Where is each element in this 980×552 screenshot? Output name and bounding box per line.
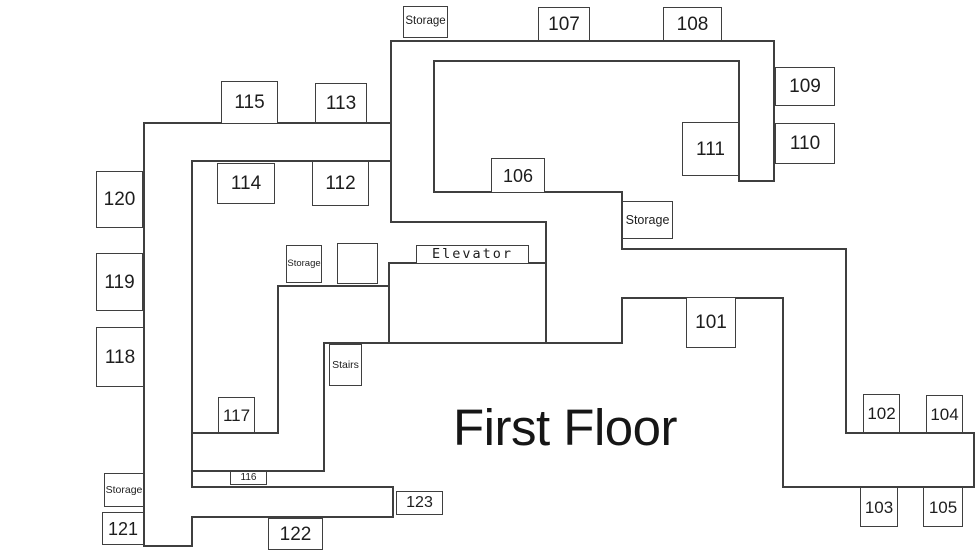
wall-segment [323, 342, 623, 344]
wall-segment [191, 160, 392, 162]
room-label-119: 119 [96, 253, 143, 311]
room-label-107: 107 [538, 7, 590, 41]
room-label-115: 115 [221, 81, 278, 124]
wall-segment [392, 486, 394, 518]
room-label-118: 118 [96, 327, 144, 387]
wall-segment [845, 432, 975, 434]
elevator-label: Elevator [416, 245, 529, 264]
wall-segment [621, 248, 847, 250]
room-label-111: 111 [682, 122, 739, 176]
room-label-114: 114 [217, 163, 275, 204]
room-label-104: 104 [926, 395, 963, 433]
storage-label-bottom: Storage [104, 473, 144, 507]
storage-label-elevator: Storage [286, 245, 322, 283]
room-label-108: 108 [663, 7, 722, 41]
wall-segment [191, 470, 193, 488]
wall-segment [191, 516, 394, 518]
wall-segment [738, 60, 740, 182]
room-label-122: 122 [268, 518, 323, 550]
wall-segment [390, 40, 392, 223]
wall-segment [433, 60, 740, 62]
wall-segment [433, 60, 435, 193]
room-label-103: 103 [860, 487, 898, 527]
wall-segment [191, 432, 279, 434]
wall-segment [782, 297, 784, 488]
floor-title: First Floor [453, 399, 678, 456]
room-label-112: 112 [312, 161, 369, 206]
wall-segment [390, 221, 547, 223]
room-label-113: 113 [315, 83, 367, 123]
wall-segment [738, 180, 775, 182]
wall-segment [277, 285, 279, 434]
room-label-121: 121 [102, 512, 144, 545]
wall-segment [545, 221, 547, 344]
room-label-123: 123 [396, 491, 443, 515]
wall-segment [391, 40, 775, 42]
room-label-101: 101 [686, 297, 736, 348]
room-label-109: 109 [775, 67, 835, 106]
room-label-117: 117 [218, 397, 255, 433]
storage-label-top: Storage [403, 6, 448, 38]
storage-label-mid: Storage [622, 201, 673, 239]
wall-segment [191, 160, 193, 472]
unlabeled-box [337, 243, 378, 284]
wall-segment [143, 545, 193, 547]
room-label-116: 116 [230, 471, 267, 485]
room-label-110: 110 [775, 123, 835, 164]
wall-segment [845, 248, 847, 434]
wall-segment [973, 432, 975, 488]
room-label-120: 120 [96, 171, 143, 228]
stairs-label: Stairs [329, 344, 362, 386]
wall-segment [773, 40, 775, 182]
wall-segment [191, 516, 193, 547]
wall-segment [191, 486, 394, 488]
wall-segment [323, 342, 325, 472]
wall-segment [388, 262, 390, 344]
room-label-106: 106 [491, 158, 545, 193]
wall-segment [143, 122, 145, 547]
room-label-105: 105 [923, 487, 963, 527]
wall-segment [621, 297, 623, 344]
room-label-102: 102 [863, 394, 900, 433]
wall-segment [277, 285, 390, 287]
